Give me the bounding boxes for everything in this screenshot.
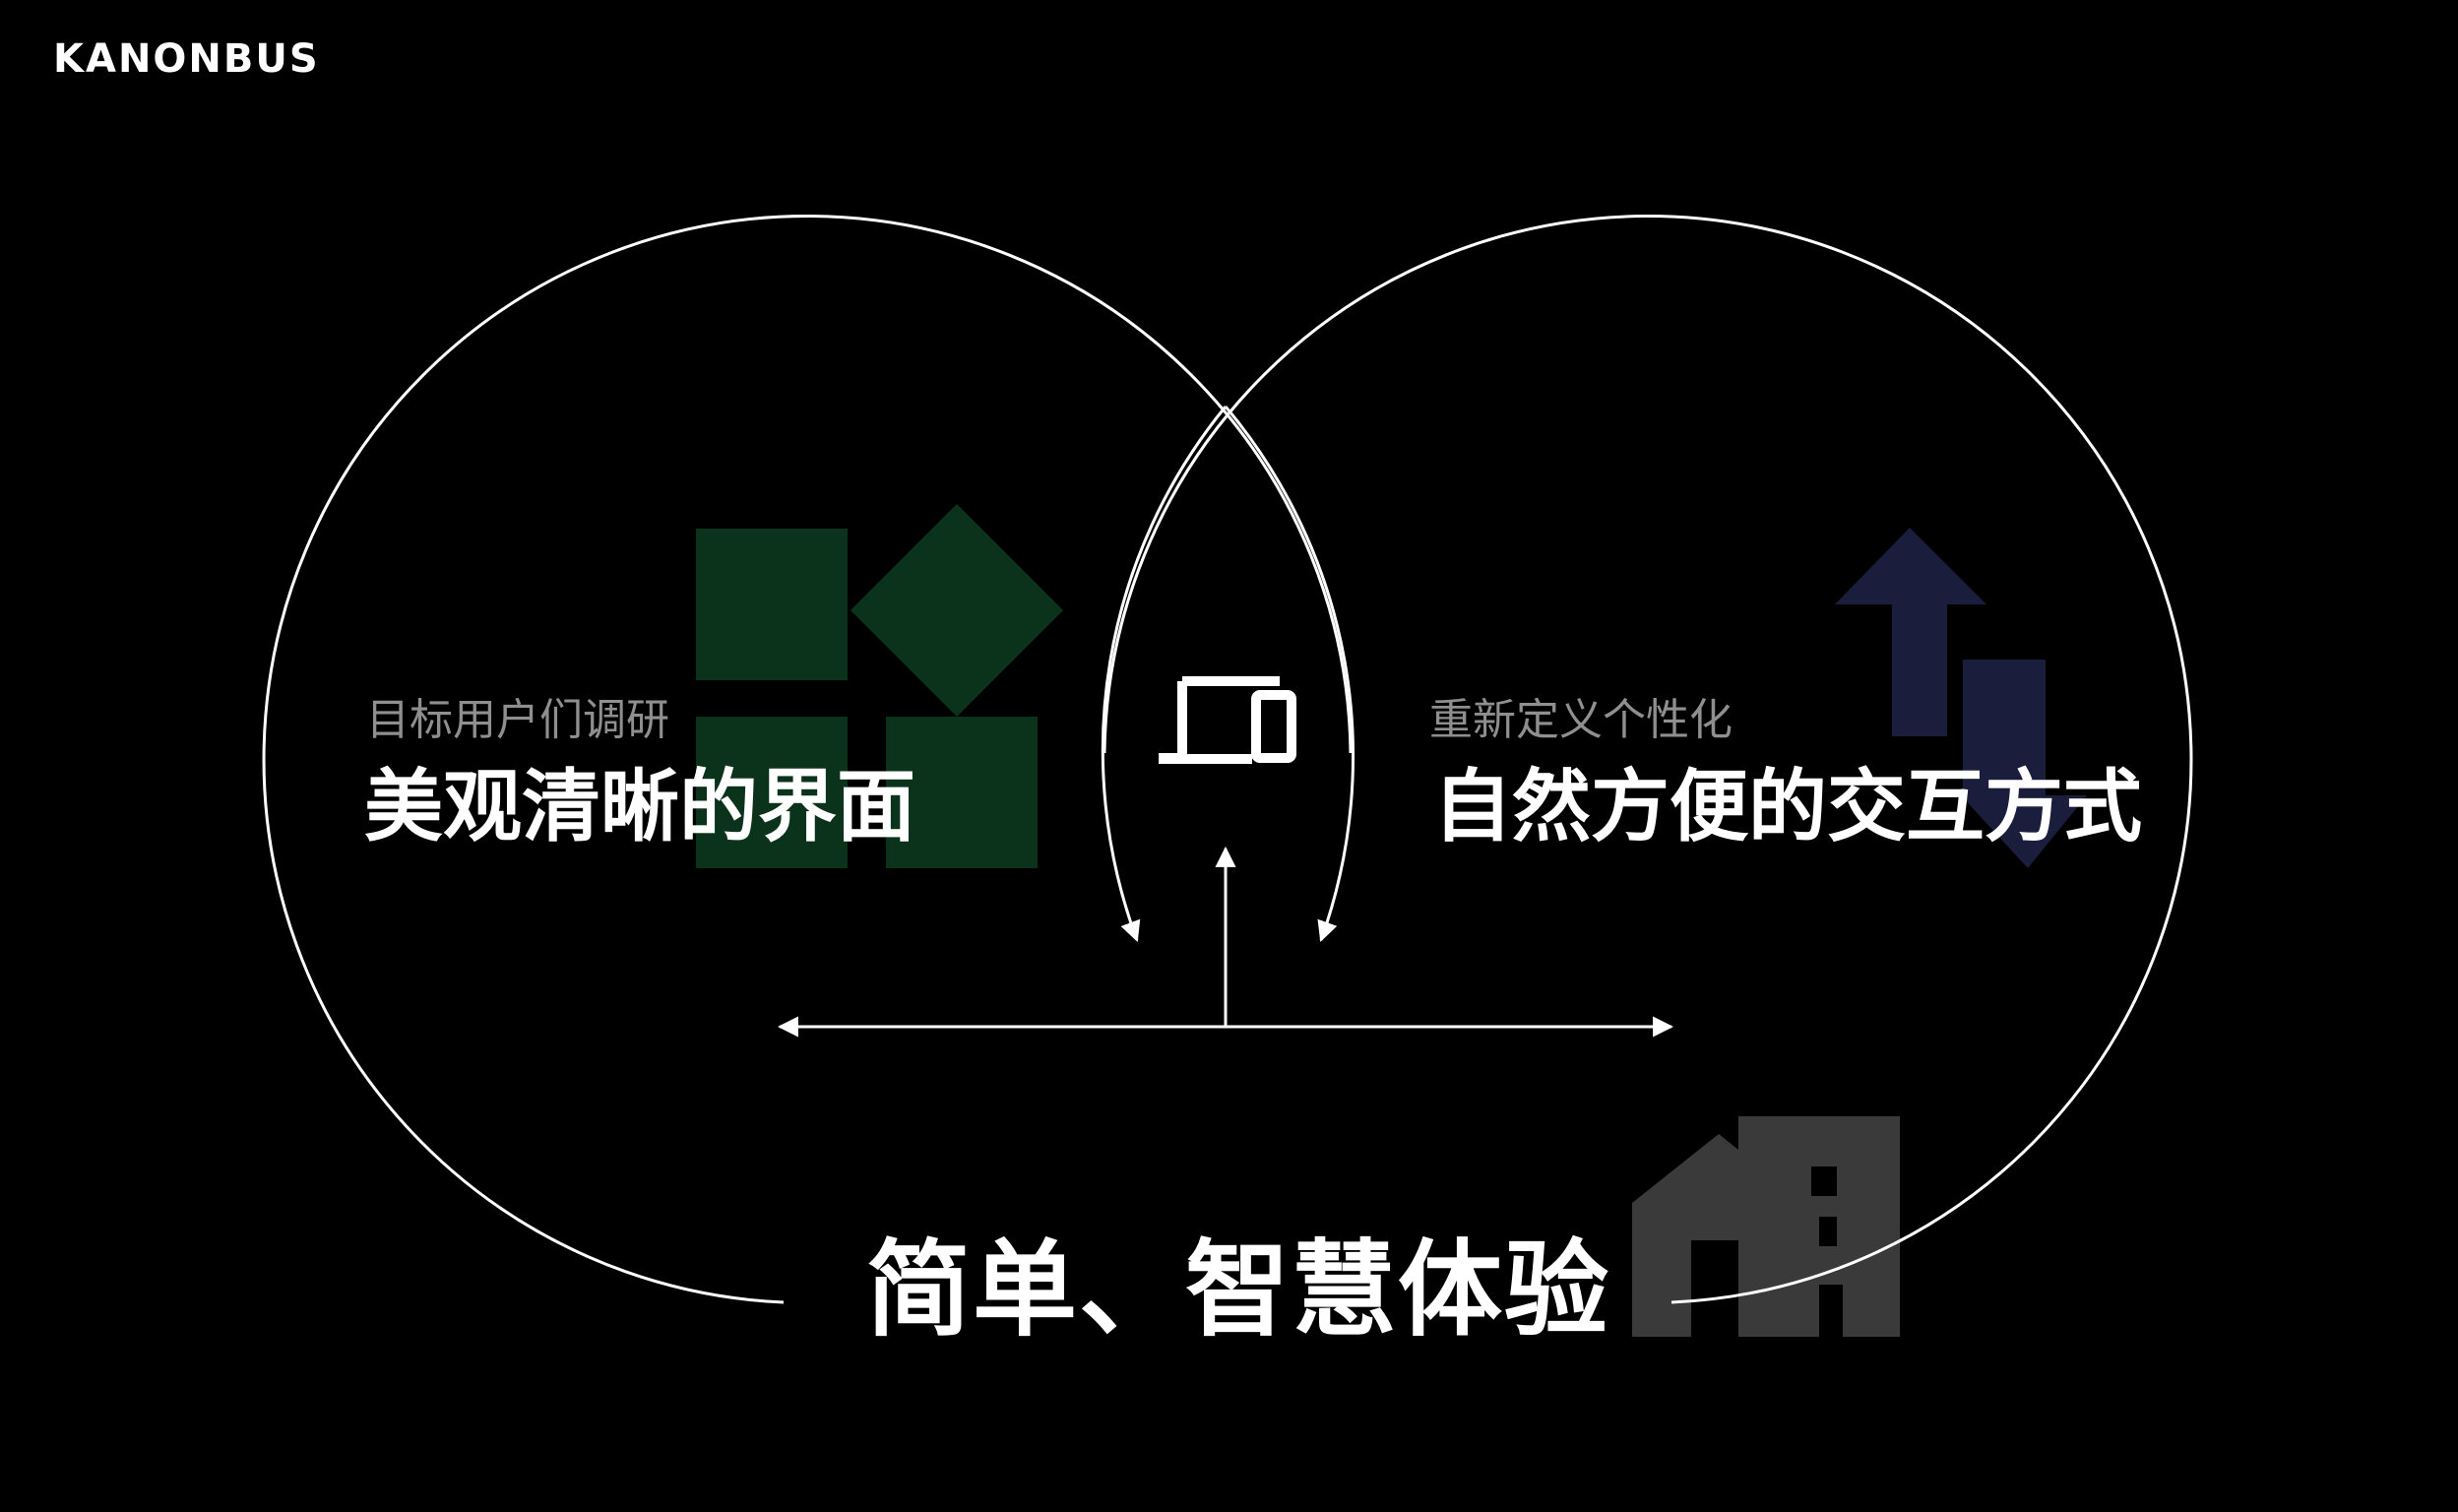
right-circle	[1103, 215, 2193, 1304]
right-inner-arrow	[1224, 406, 1355, 942]
blocks-icon	[696, 504, 1063, 868]
left-circle	[262, 215, 1353, 1304]
right-subtitle: 重新定义个性化	[1429, 695, 1733, 745]
left-subtitle: 目标用户们调研	[366, 695, 669, 745]
smart-home-icon	[1632, 1116, 1900, 1337]
brand-logo: KANONBUS	[53, 36, 320, 82]
main-title: 简单、智慧体验	[866, 1229, 1610, 1351]
left-headline: 美观清晰的界面	[364, 761, 915, 852]
swap-arrows-icon	[1835, 528, 2087, 868]
right-headline: 自然方便的交互方式	[1433, 761, 2142, 852]
left-inner-arrow	[1101, 406, 1228, 942]
devices-icon	[1159, 676, 1296, 764]
